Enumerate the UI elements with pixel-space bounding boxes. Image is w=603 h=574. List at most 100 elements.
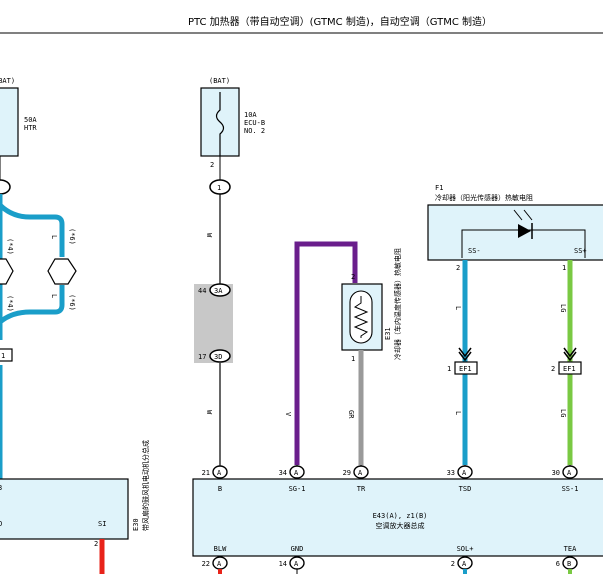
fuse-ecub-no: NO. 2 xyxy=(244,127,265,135)
left-conn-box xyxy=(0,348,13,362)
junction-block xyxy=(194,284,233,363)
conn-3a xyxy=(209,283,231,297)
amp-bottom-name: SOL+ xyxy=(457,545,474,553)
blower-code: E30 xyxy=(132,518,140,531)
amp-top-terminal xyxy=(212,465,228,479)
amp-top-terminal xyxy=(562,465,578,479)
wire-lg-1: LG xyxy=(559,304,567,312)
amp-bottom-name: TEA xyxy=(564,545,577,553)
amp-top-name: TSD xyxy=(459,485,472,493)
fuse-htr-box xyxy=(0,87,19,157)
amp-top-name: SS-1 xyxy=(562,485,579,493)
bat-label-left: (BAT) xyxy=(0,77,15,85)
page-title: PTC 加热器（带自动空调）(GTMC 制造)，自动空调（GTMC 制造） xyxy=(188,15,492,28)
e31-pin-bottom: 1 xyxy=(351,355,355,363)
amp-bottom-num: 6 xyxy=(556,560,560,568)
w-label-1: W xyxy=(205,233,213,238)
thermistor-body xyxy=(349,290,373,344)
amp-top-terminal xyxy=(457,465,473,479)
left-connector-a xyxy=(0,258,14,285)
amp-bottom-conn: A xyxy=(462,560,467,568)
purple-wire xyxy=(294,241,358,465)
f1-pin-right: 1 xyxy=(562,264,566,272)
amp-bottom-conn: B xyxy=(567,560,571,568)
ef1-right-label: EF1 xyxy=(563,365,576,373)
blower-pin-si: SI xyxy=(98,520,106,528)
blower-pin-b: 3 xyxy=(0,484,2,492)
amp-top-num: 33 xyxy=(447,469,455,477)
f1-box xyxy=(427,204,603,261)
fuse-ecub-symbol xyxy=(215,92,225,156)
amp-box xyxy=(192,478,603,557)
left-conn-num: 1 xyxy=(1,352,5,360)
fuse-htr-name: HTR xyxy=(24,124,37,132)
left-connector-b xyxy=(47,258,77,285)
amp-top-num: 21 xyxy=(202,469,210,477)
fuse-ecub-name: ECU-B xyxy=(244,119,265,127)
wire-color-l-a: L xyxy=(50,235,58,239)
amp-bottom-num: 2 xyxy=(451,560,455,568)
note-4b: (*4) xyxy=(6,295,14,312)
amp-bottom-num: 14 xyxy=(279,560,287,568)
amp-top-conn: A xyxy=(358,469,363,477)
amp-bottom-conn: A xyxy=(294,560,299,568)
amp-top-num: 30 xyxy=(552,469,560,477)
blower-pin-o: O xyxy=(0,520,2,528)
e31-pin-top: 2 xyxy=(351,273,355,281)
fuse-htr-node xyxy=(0,179,11,195)
amp-bottom-name: BLW xyxy=(214,545,227,553)
wire-l-1: L xyxy=(454,306,462,310)
amp-top-conn: A xyxy=(294,469,299,477)
conn-3a-label: 3A xyxy=(214,287,223,295)
amp-bottom-conn: A xyxy=(217,560,222,568)
w-label-2: W xyxy=(205,410,213,415)
ef1-left-pin: 1 xyxy=(447,365,451,373)
amp-label-1: E43(A), z1(B) xyxy=(373,512,428,520)
wire-lg-2: LG xyxy=(559,409,567,417)
wire-color-l-b: L xyxy=(50,294,58,298)
thermistor-zigzag xyxy=(353,296,369,338)
amp-top-conn: A xyxy=(217,469,222,477)
f1-name: 冷却器（阳光传感器）热敏电阻 xyxy=(435,193,533,202)
e31-name: 冷却器（车内温度传感器）热敏电阻 xyxy=(393,248,402,360)
ef1-left-connector xyxy=(454,347,478,375)
pin-44: 44 xyxy=(198,287,206,295)
wire-l-2: L xyxy=(454,411,462,415)
note-6b: (*6) xyxy=(68,294,76,311)
f1-ss-plus: SS+ xyxy=(574,247,587,255)
amp-top-conn: A xyxy=(567,469,572,477)
conn-3d xyxy=(209,349,231,363)
ef1-right-connector xyxy=(558,347,582,375)
amp-bottom-num: 22 xyxy=(202,560,210,568)
light-arrows-icon xyxy=(513,209,533,221)
blower-box xyxy=(0,478,129,540)
e31-code: E31 xyxy=(384,327,392,340)
photodiode-icon xyxy=(518,224,531,238)
amp-top-num: 29 xyxy=(343,469,351,477)
amp-top-name: B xyxy=(218,485,222,493)
f1-ss-minus: SS- xyxy=(468,247,481,255)
fuse-htr-amp: 50A xyxy=(24,116,37,124)
left-blue-wiring xyxy=(0,194,65,480)
ecub-node-num: 1 xyxy=(217,184,221,192)
note-4a: (*4) xyxy=(6,238,14,255)
wire-v-label: V xyxy=(284,412,292,417)
f1-code: F1 xyxy=(435,184,443,192)
amp-bottom-name: GND xyxy=(291,545,304,553)
note-6a: (*6) xyxy=(68,228,76,245)
fuse-ecub-pin: 2 xyxy=(210,161,214,169)
fuse-ecub-amp: 10A xyxy=(244,111,257,119)
ef1-left-label: EF1 xyxy=(459,365,472,373)
blower-name: 带风扇的鼓风机电动机分总成 xyxy=(141,440,150,531)
amp-top-terminal xyxy=(289,465,305,479)
amp-top-num: 34 xyxy=(279,469,287,477)
ef1-right-pin: 2 xyxy=(551,365,555,373)
bat-label-ecub: (BAT) xyxy=(209,77,230,85)
amp-top-name: SG-1 xyxy=(289,485,306,493)
amp-pin-layer: A21BA34SG-1A29TRA33TSDA30SS-1BLWA22GNDA1… xyxy=(202,465,579,574)
amp-top-conn: A xyxy=(462,469,467,477)
pin-17: 17 xyxy=(198,353,206,361)
amp-top-terminal xyxy=(353,465,369,479)
f1-pin-left: 2 xyxy=(456,264,460,272)
